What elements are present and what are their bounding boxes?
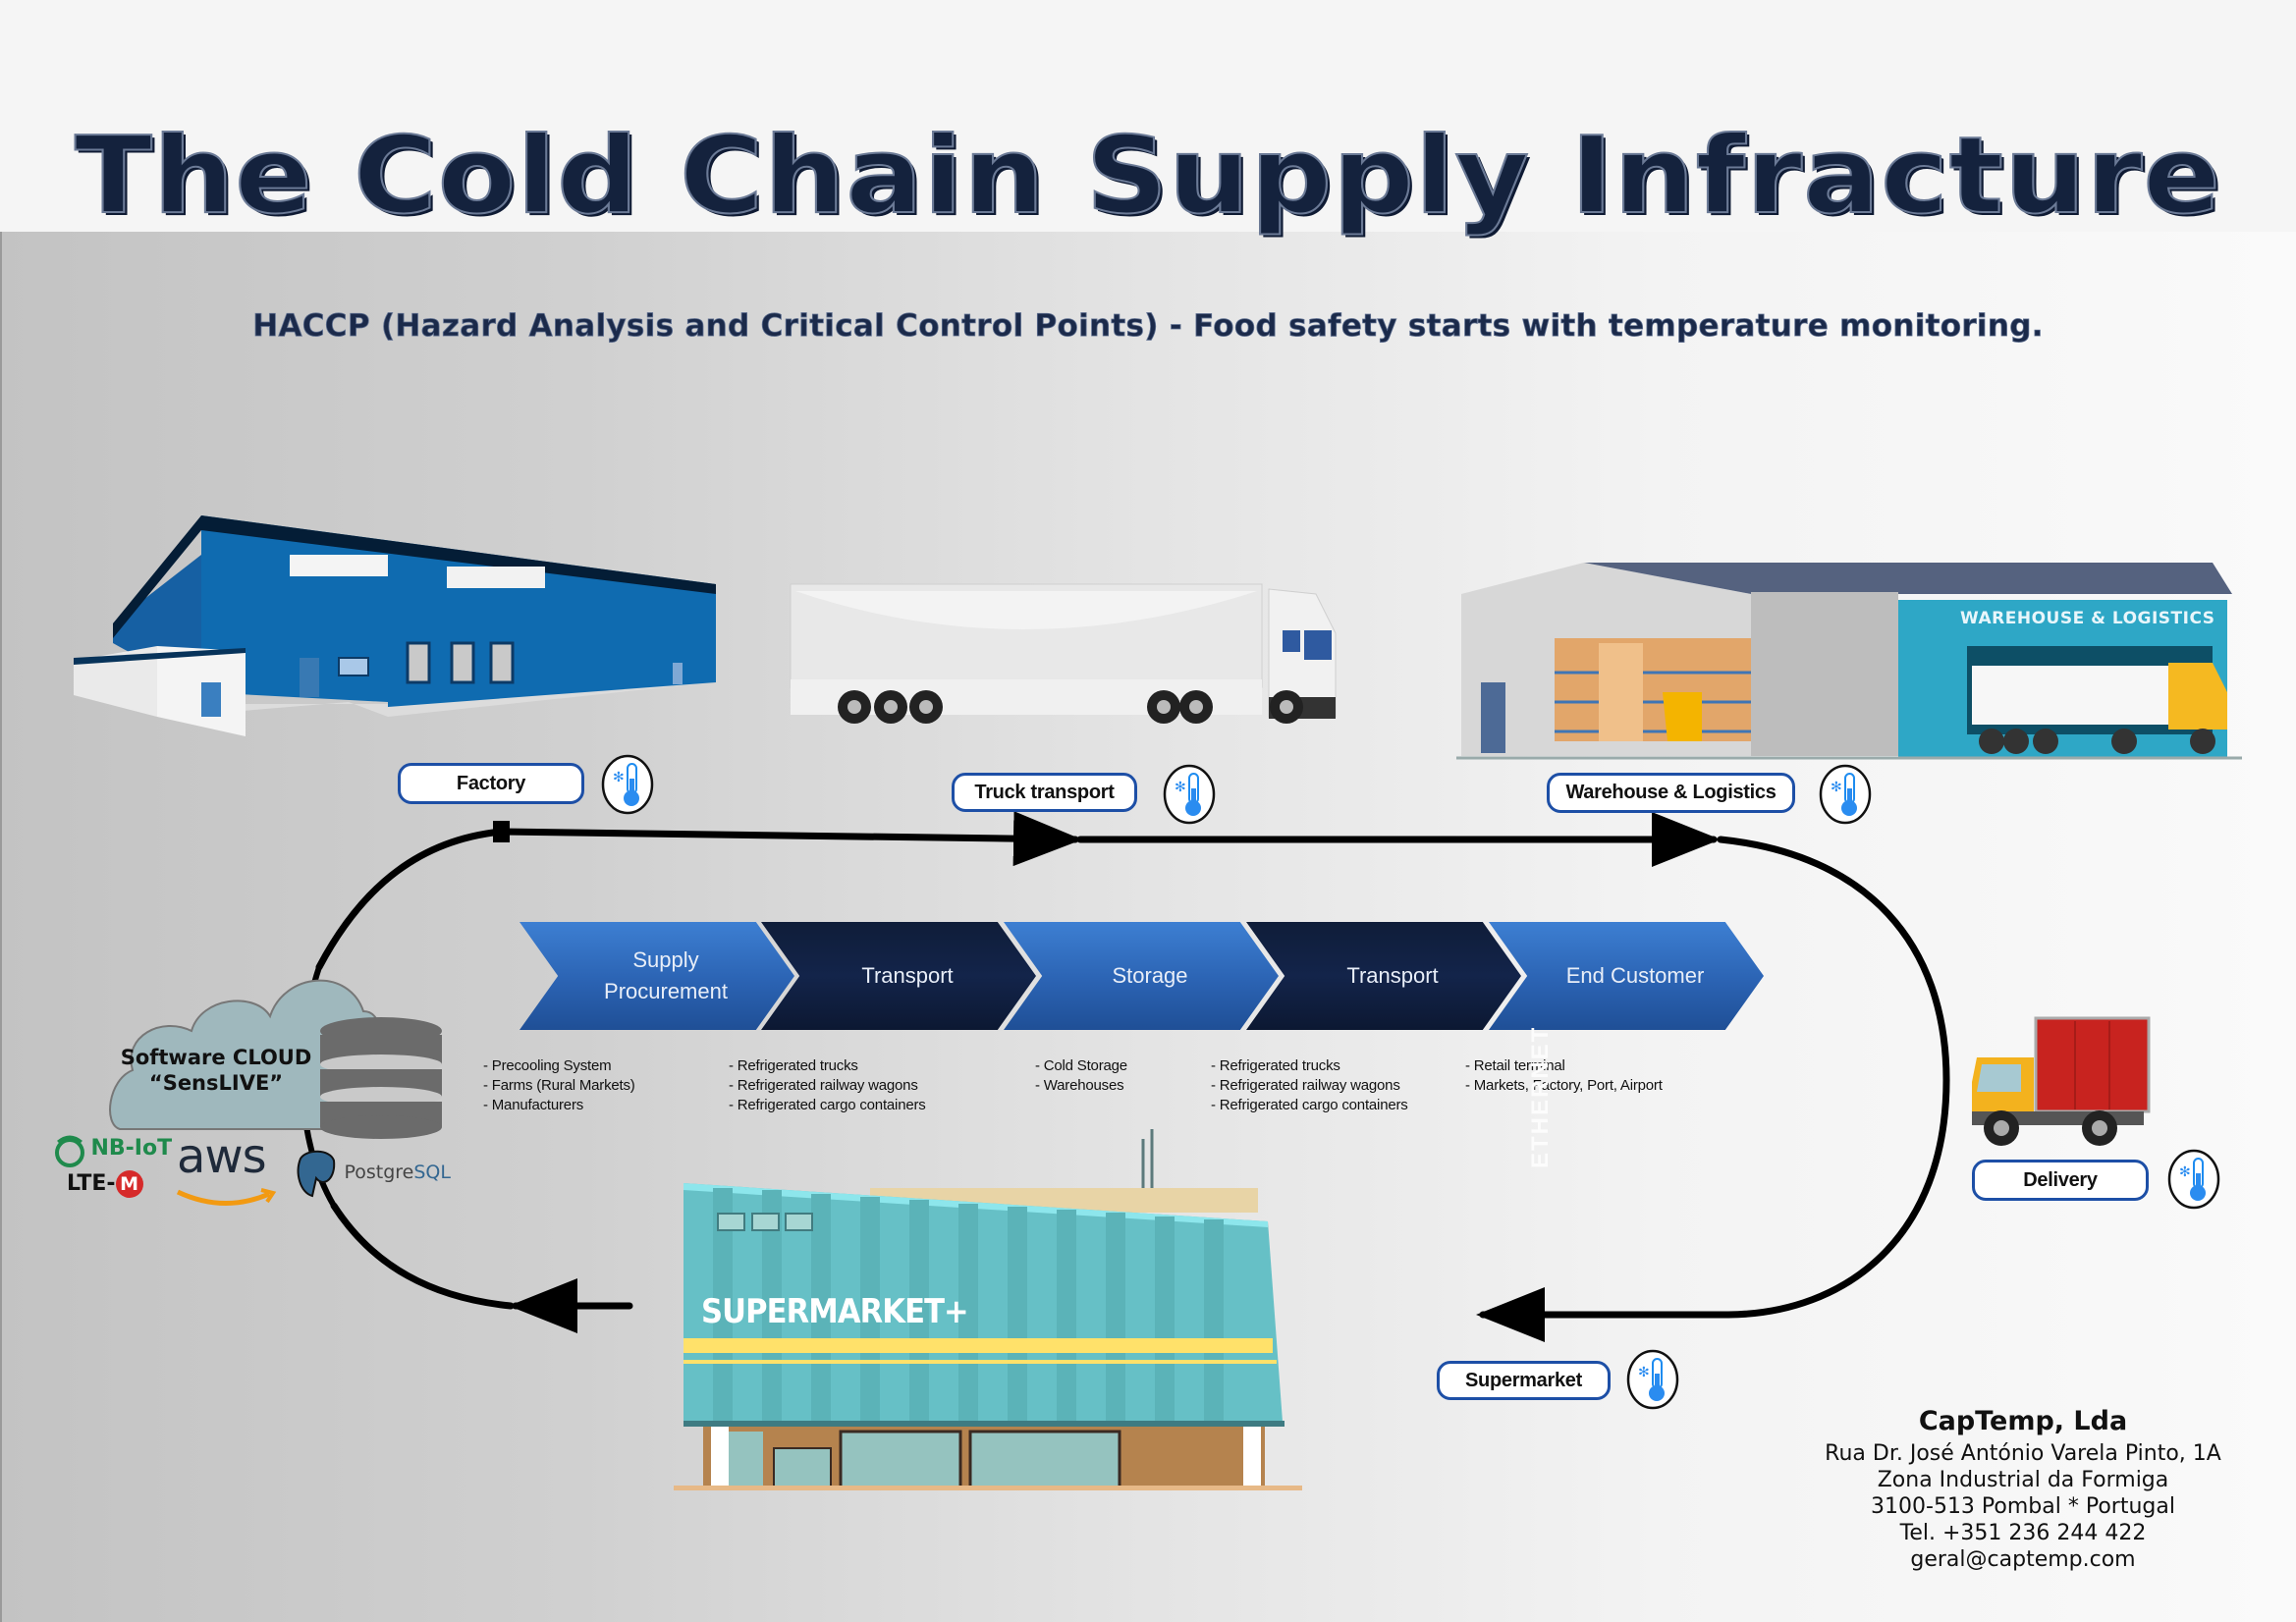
svg-text:✻: ✻	[1638, 1364, 1650, 1379]
station-label-warehouse[interactable]: Warehouse & Logistics	[1547, 773, 1795, 813]
process-step-storage: Storage	[1004, 922, 1279, 1030]
company-contact-block: CapTemp, Lda Rua Dr. José António Varela…	[1787, 1406, 2259, 1573]
station-label-factory[interactable]: Factory	[398, 763, 584, 804]
nbiot-logo: NB-IoT	[53, 1134, 172, 1167]
station-label-delivery[interactable]: Delivery	[1972, 1160, 2149, 1201]
thermometer-snowflake-icon: ✻	[1819, 764, 1872, 825]
station-label-supermarket[interactable]: Supermarket	[1437, 1361, 1611, 1400]
warehouse-illustration	[1456, 563, 2242, 760]
aws-smile-icon	[176, 1188, 277, 1206]
process-details-end-customer: - Retail terminal- Markets, Factory, Por…	[1465, 1057, 1663, 1094]
process-details-storage: - Cold Storage- Warehouses	[1035, 1057, 1127, 1094]
svg-text:✻: ✻	[613, 769, 625, 784]
supermarket-illustration	[674, 1129, 1302, 1490]
page-title: The Cold Chain Supply Infracture	[74, 115, 2221, 238]
postgresql-logo: PostgreSQL	[293, 1149, 451, 1200]
flow-segment-factory-to-truck	[498, 811, 1082, 867]
company-address-line: Rua Dr. José António Varela Pinto, 1A	[1825, 1441, 2221, 1466]
aws-logo: aws	[177, 1129, 267, 1184]
company-email-link[interactable]: geral@captemp.com	[1910, 1547, 2136, 1572]
company-name: CapTemp, Lda	[1918, 1406, 2128, 1436]
flow-curve-cloud-to-factory	[315, 828, 506, 971]
svg-text:✻: ✻	[1831, 779, 1842, 794]
process-details-transport-2: - Refrigerated trucks- Refrigerated rail…	[1211, 1057, 1408, 1113]
thermometer-snowflake-icon: ✻	[1626, 1349, 1679, 1410]
company-phone: Tel. +351 236 244 422	[1899, 1521, 2147, 1545]
ethernet-watermark: ETHERNET	[1527, 1025, 1554, 1168]
factory-illustration	[74, 515, 716, 736]
factory-junction-marker	[493, 821, 510, 842]
refrigerated-truck-illustration	[790, 583, 1337, 724]
thermometer-snowflake-icon: ✻	[601, 754, 654, 815]
ltem-logo: LTE-M	[67, 1170, 143, 1198]
supermarket-sign: SUPERMARKET+	[701, 1292, 969, 1331]
station-label-truck[interactable]: Truck transport	[952, 773, 1137, 812]
database-icon	[320, 1017, 442, 1139]
cloud-icon	[109, 979, 382, 1130]
company-address-line: Zona Industrial da Formiga	[1877, 1468, 2169, 1492]
page-subtitle: HACCP (Hazard Analysis and Critical Cont…	[252, 308, 2044, 345]
elephant-icon	[297, 1150, 336, 1198]
flow-curve-cloud-to-supermarket	[330, 1202, 515, 1310]
svg-text:✻: ✻	[1175, 779, 1186, 794]
warehouse-sign: WAREHOUSE & LOGISTICS	[1960, 609, 2215, 628]
process-step-end-customer: End Customer	[1489, 922, 1764, 1030]
process-step-transport-1: Transport	[761, 922, 1036, 1030]
cloud-software-title: Software CLOUD “SensLIVE”	[120, 1046, 312, 1095]
process-details-supply: - Precooling System- Farms (Rural Market…	[483, 1057, 635, 1113]
process-details-transport-1: - Refrigerated trucks- Refrigerated rail…	[729, 1057, 926, 1113]
company-address-line: 3100-513 Pombal * Portugal	[1871, 1494, 2175, 1519]
process-step-transport-2: Transport	[1246, 922, 1521, 1030]
thermometer-snowflake-icon: ✻	[1163, 764, 1216, 825]
svg-text:✻: ✻	[2179, 1163, 2191, 1179]
delivery-truck-illustration	[1972, 1016, 2151, 1146]
globe-icon	[55, 1135, 84, 1167]
thermometer-snowflake-icon: ✻	[2167, 1149, 2220, 1210]
flow-curve-warehouse-to-supermarket	[1476, 836, 1950, 1342]
